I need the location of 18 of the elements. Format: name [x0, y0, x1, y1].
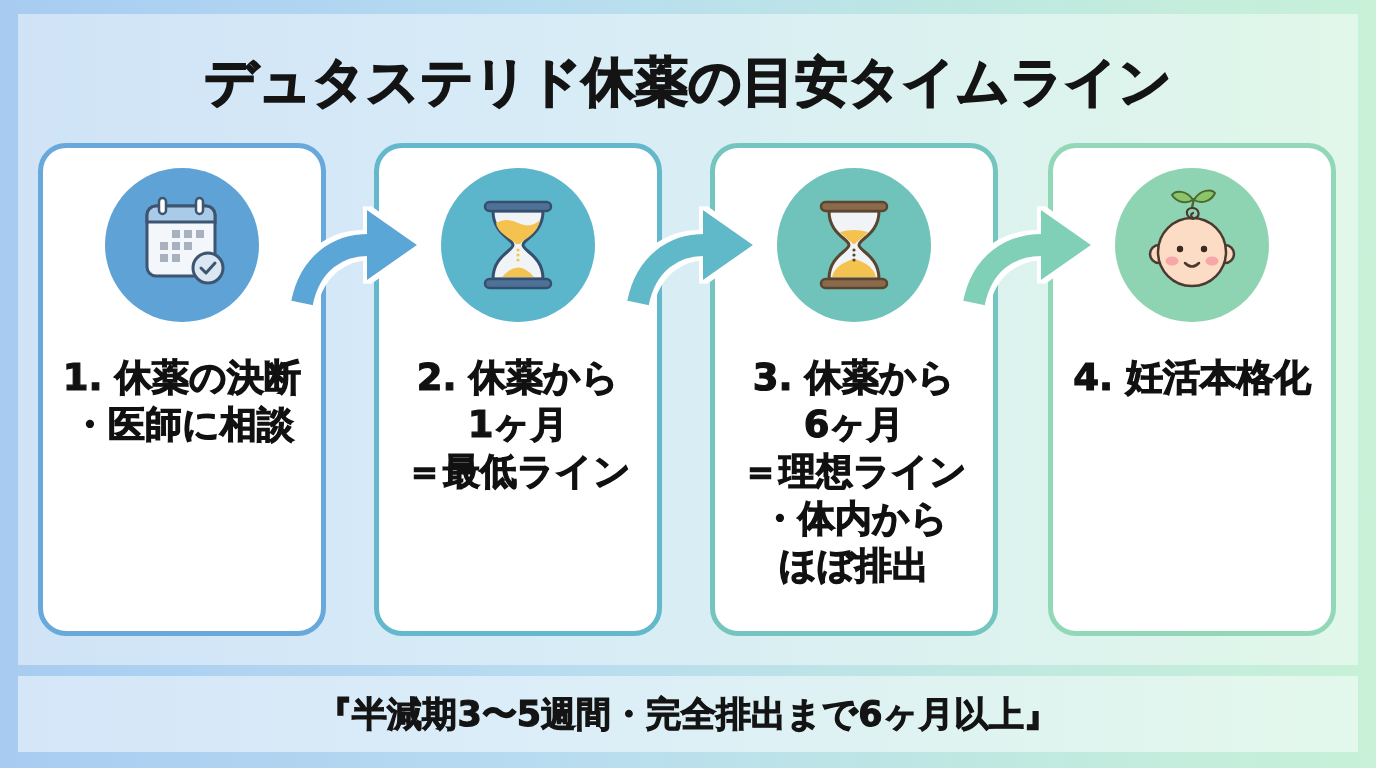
step-card	[38, 143, 326, 636]
step-title: 1. 休薬の決断	[62, 355, 302, 401]
curved-arrow	[963, 210, 1091, 306]
title: デュタステリド休薬の目安タイムライン	[203, 50, 1173, 114]
curved-arrow	[627, 210, 753, 306]
summary-text: 『半減期3〜5週間・完全排出まで6ヶ月以上』	[317, 693, 1059, 736]
curved-arrow	[291, 210, 417, 306]
step-detail: ＝理想ライン	[741, 449, 967, 495]
step-card	[1048, 143, 1336, 636]
step-detail: ・医師に相談	[70, 402, 294, 448]
step-title: 2. 休薬から1ヶ月	[415, 355, 621, 448]
step-card	[710, 143, 998, 636]
step-title: 3. 休薬から6ヶ月	[751, 355, 957, 448]
step-card	[374, 143, 662, 636]
step-detail: ・体内からほぼ排出	[759, 496, 949, 589]
summary-band	[18, 676, 1358, 752]
step-detail: ＝最低ライン	[405, 449, 631, 495]
step-title: 4. 妊活本格化	[1073, 355, 1311, 401]
